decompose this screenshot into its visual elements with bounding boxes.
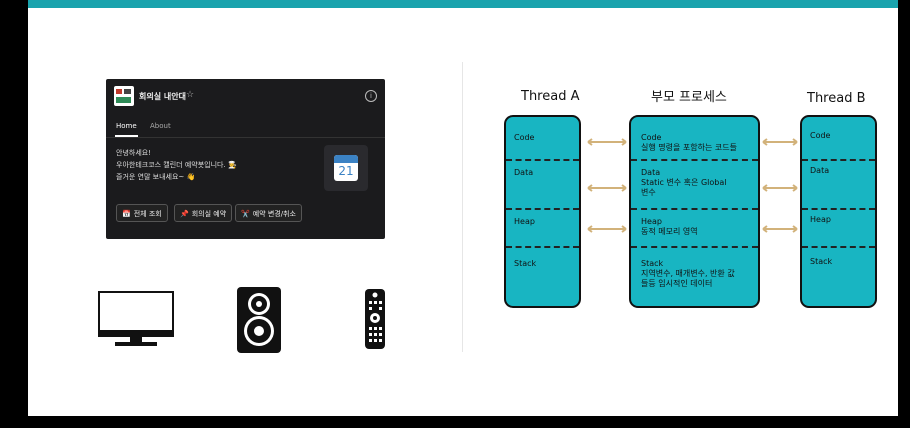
- thread-b-column: Code Data Heap Stack: [800, 115, 877, 308]
- slide-divider: [462, 62, 463, 352]
- slide-top-bar: [28, 0, 898, 8]
- app-logo-icon: [114, 86, 134, 106]
- segment-desc: 들등 임시적인 데이터: [641, 279, 713, 288]
- segment-label: Stack: [810, 257, 833, 266]
- segment-label: Stack: [514, 259, 537, 268]
- active-tab-indicator: [115, 135, 138, 137]
- segment-desc: 지역변수, 매개변수, 반환 값: [641, 269, 735, 278]
- segment-stack: Stack 지역변수, 매개변수, 반환 값 들등 임시적인 데이터: [641, 259, 735, 289]
- segment-title: Heap: [641, 217, 662, 226]
- segment-label: Code: [810, 131, 831, 140]
- arrow-code-right: [762, 138, 798, 146]
- tab-home[interactable]: Home: [116, 122, 137, 130]
- segment-label: Data: [514, 168, 534, 177]
- arrow-code-left: [587, 138, 627, 146]
- app-tabs: Home About: [106, 115, 385, 138]
- message-line: 안녕하세요!: [116, 149, 152, 157]
- tab-about[interactable]: About: [150, 122, 171, 130]
- view-all-button[interactable]: 📅전체 조회: [116, 204, 168, 222]
- segment-title: Data: [641, 168, 661, 177]
- segment-desc: Static 변수 혹은 Global: [641, 178, 727, 187]
- calendar-tile: 21: [324, 145, 368, 191]
- parent-process-column: Code 실행 명령을 포함하는 코드들 Data Static 변수 혹은 G…: [629, 115, 760, 308]
- segment-label: Heap: [810, 215, 831, 224]
- change-cancel-button[interactable]: ✂️예약 변경/취소: [235, 204, 302, 222]
- calendar-icon: 21: [334, 155, 358, 181]
- arrow-heap-left: [587, 225, 627, 233]
- remote-control-icon: [365, 289, 385, 349]
- calendar-emoji-icon: 📅: [122, 210, 131, 218]
- speaker-icon: [237, 287, 281, 353]
- segment-label: Heap: [514, 217, 535, 226]
- monitor-icon: [98, 291, 174, 346]
- message-line: 즐거운 연말 보내세요~ 👋: [116, 173, 196, 181]
- star-icon[interactable]: ☆: [186, 90, 195, 100]
- segment-desc: 동적 메모리 영역: [641, 227, 698, 236]
- button-label: 예약 변경/취소: [252, 210, 296, 218]
- segment-desc: 변수: [641, 188, 656, 197]
- button-label: 회의실 예약: [191, 210, 227, 218]
- segment-label: Data: [810, 166, 830, 175]
- app-header: 회의실 내안대 ☆ i: [106, 79, 385, 115]
- slack-app-panel: 회의실 내안대 ☆ i Home About 안녕하세요! 우아한테크코스 캘린…: [106, 79, 385, 239]
- app-name: 회의실 내안대: [139, 92, 186, 101]
- info-icon[interactable]: i: [365, 90, 377, 102]
- segment-desc: 실행 명령을 포함하는 코드들: [641, 143, 737, 152]
- segment-data: Data Static 변수 혹은 Global 변수: [641, 168, 726, 198]
- thread-a-column: Code Data Heap Stack: [504, 115, 581, 308]
- thread-a-title: Thread A: [521, 89, 580, 104]
- calendar-day: 21: [338, 164, 354, 178]
- button-label: 전체 조회: [133, 210, 162, 218]
- segment-code: Code 실행 명령을 포함하는 코드들: [641, 133, 737, 153]
- thread-b-title: Thread B: [807, 91, 866, 106]
- arrow-data-left: [587, 184, 627, 192]
- segment-title: Code: [641, 133, 662, 142]
- parent-process-title: 부모 프로세스: [651, 90, 727, 105]
- arrow-heap-right: [762, 225, 798, 233]
- pushpin-icon: 📌: [180, 210, 189, 218]
- welcome-message: 안녕하세요! 우아한테크코스 캘린더 예약봇입니다. 🧑‍🍳 즐거운 연말 보내…: [116, 147, 316, 183]
- message-line: 우아한테크코스 캘린더 예약봇입니다. 🧑‍🍳: [116, 161, 237, 169]
- reserve-room-button[interactable]: 📌회의실 예약: [174, 204, 233, 222]
- arrow-data-right: [762, 184, 798, 192]
- segment-title: Stack: [641, 259, 664, 268]
- scissors-icon: ✂️: [241, 210, 250, 218]
- segment-label: Code: [514, 133, 535, 142]
- segment-heap: Heap 동적 메모리 영역: [641, 217, 698, 237]
